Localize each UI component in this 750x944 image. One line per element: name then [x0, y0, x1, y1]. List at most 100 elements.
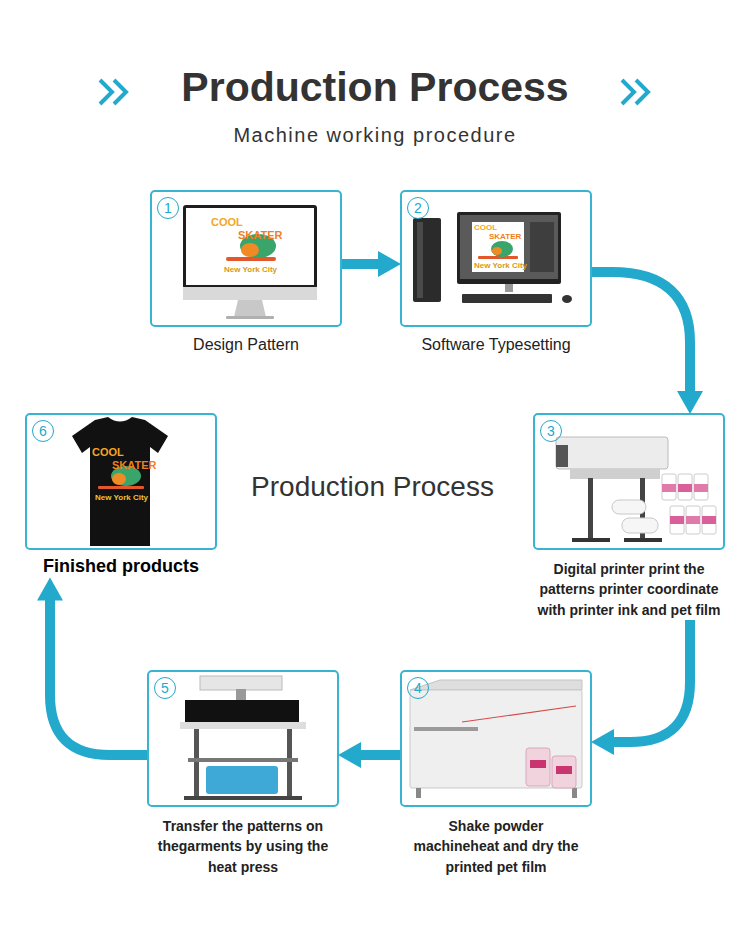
dtf-printer-illustration-part: [686, 516, 700, 524]
step-caption: Finished products: [25, 555, 217, 578]
dtf-printer-illustration-part: [588, 478, 593, 540]
dtf-printer-illustration-part: [624, 538, 662, 542]
step-box: 6: [25, 413, 217, 550]
imac-illustration-part: [234, 300, 266, 317]
step-box: 5: [147, 670, 339, 807]
dtf-printer-illustration-part: [612, 500, 646, 514]
title-chevrons-part: [636, 80, 648, 104]
powder-shaker-illustration: [410, 680, 582, 798]
desktop-pc-illustration: [413, 212, 572, 303]
step-caption: Design Pattern: [150, 335, 342, 356]
center-heading: Production Process: [230, 471, 515, 503]
logo-text: COOL: [92, 446, 124, 458]
tshirt-illustration-part: [72, 417, 168, 546]
heat-press-illustration: [180, 676, 306, 800]
logo-text: SKATER: [238, 229, 282, 241]
callout-number: 6: [32, 420, 54, 442]
dtf-printer-illustration-part: [702, 506, 716, 534]
title-chevrons-part: [100, 80, 112, 104]
diagram-title: Production Process: [0, 64, 750, 111]
process-step: 3Digital printer print the patterns prin…: [533, 413, 725, 620]
heat-press-illustration-part: [200, 676, 282, 690]
heat-press-illustration-part: [188, 758, 298, 762]
title-chevrons-part: [114, 80, 126, 104]
step-box: 2: [400, 190, 592, 327]
powder-shaker-illustration-part: [410, 690, 582, 788]
process-step: 4Shake powder machineheat and dry the pr…: [400, 670, 592, 877]
step-box: 3: [533, 413, 725, 550]
tshirt-illustration-part: [98, 486, 144, 489]
powder-shaker-illustration-part: [556, 766, 572, 774]
dtf-printer-illustration-part: [556, 445, 568, 467]
logo-text: SKATER: [489, 232, 521, 241]
desktop-pc-illustration-part: [491, 241, 513, 257]
step-caption: Shake powder machineheat and dry the pri…: [412, 816, 580, 877]
powder-shaker-illustration-part: [414, 727, 478, 731]
step-box: 1: [150, 190, 342, 327]
powder-shaker-illustration-part: [416, 788, 421, 798]
powder-shaker-illustration-part: [552, 756, 576, 788]
flow-arrow: [604, 620, 690, 742]
imac-illustration-part: [241, 243, 259, 257]
step-box: 4: [400, 670, 592, 807]
imac-illustration-part: [183, 205, 317, 289]
powder-shaker-illustration-part: [526, 748, 550, 786]
desktop-pc-illustration-part: [460, 215, 558, 279]
tshirt-illustration: [72, 417, 168, 546]
dtf-printer-illustration-part: [678, 484, 692, 492]
process-step: 5Transfer the patterns on thegarments by…: [147, 670, 339, 877]
step-caption: Software Typesetting: [400, 335, 592, 356]
desktop-pc-illustration-part: [413, 218, 441, 302]
desktop-pc-illustration-part: [492, 247, 502, 255]
heat-press-illustration-part: [184, 796, 302, 800]
heat-press-illustration-part: [194, 729, 199, 799]
callout-number: 3: [540, 420, 562, 442]
dtf-printer-illustration-part: [694, 474, 708, 500]
imac-illustration: [183, 205, 317, 319]
logo-text: SKATER: [112, 459, 156, 471]
dtf-printer-illustration-part: [694, 484, 708, 492]
dtf-printer-illustration-part: [662, 484, 676, 492]
imac-illustration-part: [226, 257, 276, 261]
dtf-printer-illustration-part: [686, 506, 700, 534]
imac-illustration-part: [186, 208, 314, 285]
dtf-printer-illustration-part: [670, 516, 684, 524]
powder-shaker-illustration-part: [572, 788, 577, 798]
logo-text: New York City: [474, 261, 527, 270]
desktop-pc-illustration-part: [505, 284, 513, 292]
step-caption: Transfer the patterns on thegarments by …: [150, 816, 336, 877]
callout-number: 2: [407, 197, 429, 219]
imac-illustration-part: [226, 316, 274, 319]
callout-number: 4: [407, 677, 429, 699]
desktop-pc-illustration-part: [562, 295, 572, 303]
flow-arrow: [342, 259, 388, 269]
logo-text: New York City: [224, 265, 277, 274]
desktop-pc-illustration-part: [530, 222, 554, 272]
heat-press-illustration-part: [180, 722, 306, 729]
dtf-printer-illustration-part: [556, 437, 668, 469]
subtitle: Machine working procedure: [0, 124, 750, 147]
flow-arrow: [592, 272, 690, 401]
callout-number: 5: [154, 677, 176, 699]
logo-text: New York City: [95, 493, 148, 502]
logo-text: COOL: [474, 223, 497, 232]
desktop-pc-illustration-part: [457, 212, 561, 284]
dtf-printer-illustration-part: [572, 538, 610, 542]
callout-number: 1: [157, 197, 179, 219]
title-chevrons-part: [622, 80, 634, 104]
heat-press-illustration-part: [287, 729, 292, 799]
heat-press-illustration-part: [185, 700, 299, 722]
dtf-printer-illustration: [556, 437, 716, 542]
dtf-printer-illustration-part: [670, 506, 684, 534]
dtf-printer-illustration-part: [702, 516, 716, 524]
step-caption: Digital printer print the patterns print…: [533, 559, 725, 620]
logo-text: COOL: [211, 216, 243, 228]
dtf-printer-illustration-part: [678, 474, 692, 500]
flow-arrow: [351, 750, 400, 760]
dtf-printer-illustration-part: [622, 518, 658, 533]
powder-shaker-illustration-part: [530, 760, 546, 768]
desktop-pc-illustration-part: [417, 222, 423, 298]
powder-shaker-illustration-part: [462, 706, 576, 722]
powder-shaker-illustration-part: [410, 680, 582, 690]
